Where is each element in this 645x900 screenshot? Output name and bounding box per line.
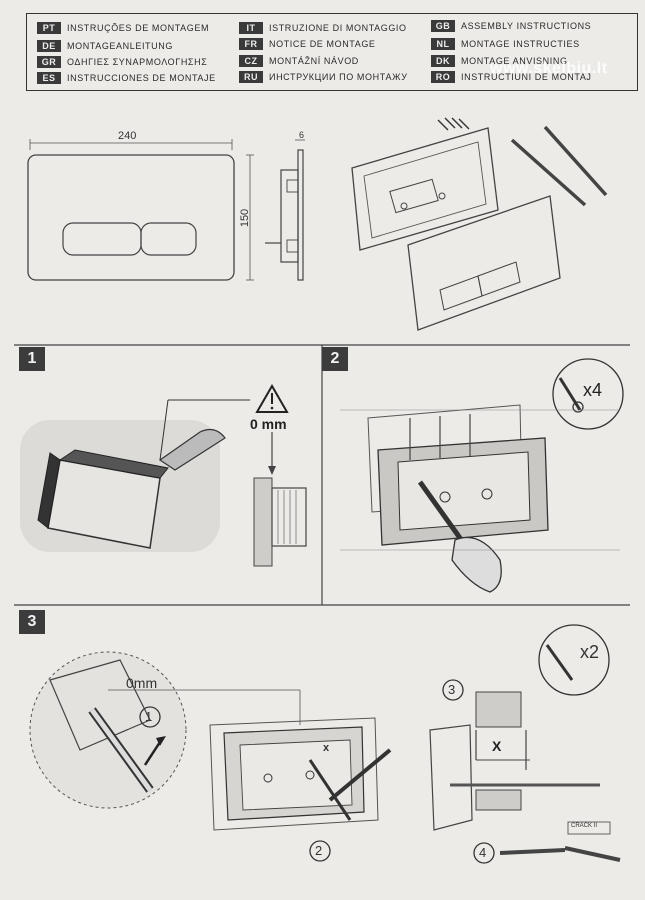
lang-text: MONTAGE ANVISNING (461, 55, 568, 66)
lang-de: DE MONTAGEANLEITUNG (37, 39, 173, 52)
lang-es: ES INSTRUCCIONES DE MONTAJE (37, 71, 216, 84)
lang-text: MONTAGEANLEITUNG (67, 40, 173, 51)
lang-text: INSTRUÇÕES DE MONTAGEM (67, 22, 210, 33)
lang-code: RO (431, 70, 455, 83)
lang-code: NL (431, 37, 455, 50)
lang-text: MONTAGE INSTRUCTIES (461, 38, 580, 49)
lang-text: NOTICE DE MONTAGE (269, 38, 376, 49)
watermark: www.skelbiu.lt (490, 60, 608, 77)
language-header: PT INSTRUÇÕES DE MONTAGEM DE MONTAGEANLEIT… (26, 13, 638, 91)
lang-code: IT (239, 21, 263, 34)
lang-code: PT (37, 21, 61, 34)
lang-nl: NL MONTAGE INSTRUCTIES (431, 37, 580, 50)
step-3-screws-label: x2 (580, 642, 600, 662)
lang-it: IT ISTRUZIONE DI MONTAGGIO (239, 21, 407, 34)
step-1-illustration (20, 383, 307, 567)
lang-code: GB (431, 19, 455, 32)
dim-height: 150 (239, 208, 252, 228)
lang-text: ASSEMBLY INSTRUCTIONS (461, 20, 592, 31)
step-2-illustration (340, 358, 624, 593)
lang-text: ИНСТРУКЦИИ ПО МОНТАЖУ (269, 71, 408, 82)
lang-gb: GB ASSEMBLY INSTRUCTIONS (431, 19, 591, 32)
lang-code: CZ (239, 54, 263, 67)
lang-code: FR (239, 37, 263, 50)
lang-text: MONTÁŽNÍ NÁVOD (269, 55, 359, 66)
lang-code: GR (37, 55, 61, 68)
step-3-x-small: x (323, 742, 330, 754)
lang-code: ES (37, 71, 61, 84)
lang-gr: GR ΟΔΗΓΙΕΣ ΣΥΝΑΡΜΟΛΟΓΗΣΗΣ (37, 55, 207, 68)
step-1-gap-label: 0 mm (250, 416, 287, 432)
lang-ru: RU ИНСТРУКЦИИ ПО МОНТАЖУ (239, 70, 408, 83)
step-3-gap-label: 0mm (126, 675, 158, 691)
lang-cz: CZ MONTÁŽNÍ NÁVOD (239, 54, 359, 67)
step-3-sub-3: 3 (448, 682, 456, 697)
step-3-part-label: CRACK II (571, 823, 598, 829)
lang-text: INSTRUCCIONES DE MONTAJE (67, 72, 216, 83)
lang-text: ISTRUZIONE DI MONTAGGIO (269, 22, 407, 33)
step-2-badge: 2 (322, 347, 348, 371)
lang-pt: PT INSTRUÇÕES DE MONTAGEM (37, 21, 209, 34)
lang-code: DK (431, 54, 455, 67)
step-1-badge: 1 (19, 347, 45, 371)
overview-drawings (27, 117, 608, 331)
lang-code: RU (239, 70, 263, 83)
lang-dk: DK MONTAGE ANVISNING (431, 54, 568, 67)
lang-ro: RO INSTRUCTIUNI DE MONTAJ (431, 70, 592, 83)
step-3-badge: 3 (19, 610, 45, 634)
dim-width: 240 (118, 130, 137, 142)
lang-text: ΟΔΗΓΙΕΣ ΣΥΝΑΡΜΟΛΟΓΗΣΗΣ (67, 56, 208, 67)
lang-code: DE (37, 39, 61, 52)
step-3-sub-4: 4 (479, 845, 487, 860)
step-3-illustration (29, 624, 621, 864)
dim-depth: 6 (299, 130, 305, 140)
step-3-sub-1: 1 (145, 709, 153, 724)
lang-text: INSTRUCTIUNI DE MONTAJ (461, 71, 592, 82)
step-3-sub-2: 2 (315, 843, 323, 858)
section-dividers (14, 344, 630, 606)
lang-fr: FR NOTICE DE MONTAGE (239, 37, 376, 50)
step-2-screws-label: x4 (583, 380, 603, 400)
step-3-x-label: X (492, 738, 502, 754)
